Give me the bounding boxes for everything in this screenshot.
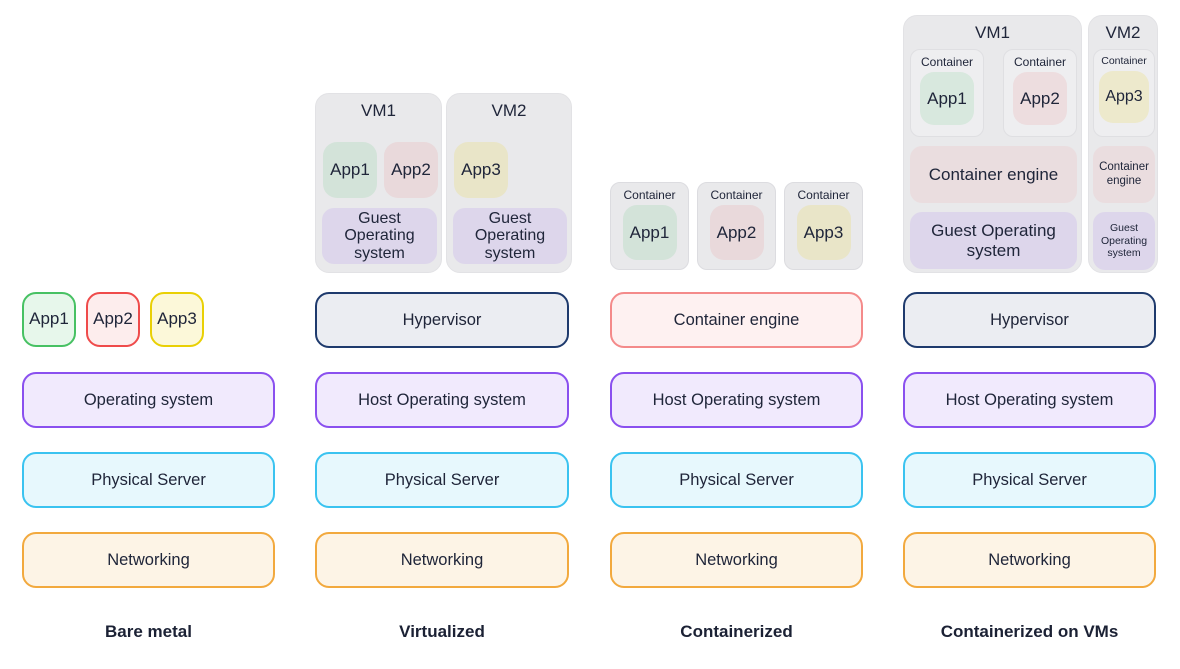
virtualized-hypervisor-box: Hypervisor	[315, 292, 569, 348]
container3-box: Container App3	[784, 182, 863, 270]
bare-metal-networking-box: Networking	[22, 532, 275, 588]
vm2-title: VM2	[491, 101, 527, 120]
container3-app3-box: App3	[796, 205, 851, 260]
bare-metal-physical-server-box: Physical Server	[22, 452, 275, 508]
cvm-vm2-guest-os-box: Guest Operating system	[1093, 212, 1155, 270]
cvm-vm1-container2-box: Container App2	[1003, 49, 1077, 137]
cvm-host-os-box: Host Operating system	[903, 372, 1156, 428]
vm2-app3-box: App3	[454, 142, 508, 198]
cvm-vm1-box: VM1 Container App1 Container App2 Contai…	[903, 15, 1082, 273]
bare-metal-app2-box: App2	[86, 292, 140, 347]
cvm-vm1-guest-os-box: Guest Operating system	[910, 212, 1077, 269]
cvm-vm1-app1-box: App1	[920, 72, 974, 125]
container1-box: Container App1	[610, 182, 689, 270]
virtualized-networking-box: Networking	[315, 532, 569, 588]
cvm-physical-server-box: Physical Server	[903, 452, 1156, 508]
virtualized-physical-server-box: Physical Server	[315, 452, 569, 508]
cvm-vm2-box: VM2 Container App3 Container engine Gues…	[1088, 15, 1158, 273]
vm2-guest-os-box: Guest Operating system	[453, 208, 567, 264]
vm1-app1-box: App1	[323, 142, 377, 198]
bare-metal-app1-box: App1	[22, 292, 76, 347]
cvm-vm1-container1-label: Container	[920, 55, 974, 69]
container2-label: Container	[710, 188, 763, 202]
container2-box: Container App2	[697, 182, 776, 270]
cvm-vm2-container-box: Container App3	[1093, 49, 1155, 137]
cvm-vm1-app2-box: App2	[1013, 72, 1067, 125]
virtualized-vm1-box: VM1 App1 App2 Guest Operating system	[315, 93, 442, 273]
cvm-vm1-container-engine-box: Container engine	[910, 146, 1077, 203]
cvm-vm2-container-label: Container	[1101, 55, 1147, 67]
container3-label: Container	[797, 188, 850, 202]
cvm-vm2-title: VM2	[1105, 23, 1141, 42]
virtualized-vm2-box: VM2 App3 Guest Operating system	[446, 93, 572, 273]
containerized-container-engine-box: Container engine	[610, 292, 863, 348]
vm1-guest-os-box: Guest Operating system	[322, 208, 437, 264]
bare-metal-app3-box: App3	[150, 292, 204, 347]
cvm-vm1-container2-label: Container	[1013, 55, 1067, 69]
bare-metal-label: Bare metal	[105, 622, 192, 641]
containerized-host-os-box: Host Operating system	[610, 372, 863, 428]
cvm-vm1-container1-box: Container App1	[910, 49, 984, 137]
containerized-physical-server-box: Physical Server	[610, 452, 863, 508]
containerized-networking-box: Networking	[610, 532, 863, 588]
bare-metal-operating-system-box: Operating system	[22, 372, 275, 428]
vm1-app2-box: App2	[384, 142, 438, 198]
container1-label: Container	[623, 188, 676, 202]
cvm-hypervisor-box: Hypervisor	[903, 292, 1156, 348]
cvm-networking-box: Networking	[903, 532, 1156, 588]
cvm-vm2-app3-box: App3	[1099, 71, 1149, 123]
containerized-label: Containerized	[680, 622, 793, 641]
vm1-title: VM1	[361, 101, 396, 120]
virtualized-host-os-box: Host Operating system	[315, 372, 569, 428]
container1-app1-box: App1	[622, 205, 677, 260]
virtualized-label: Virtualized	[399, 622, 485, 641]
containerized-on-vms-label: Containerized on VMs	[940, 622, 1119, 641]
container2-app2-box: App2	[709, 205, 764, 260]
cvm-vm1-title: VM1	[975, 23, 1010, 42]
cvm-vm2-container-engine-box: Container engine	[1093, 146, 1155, 203]
